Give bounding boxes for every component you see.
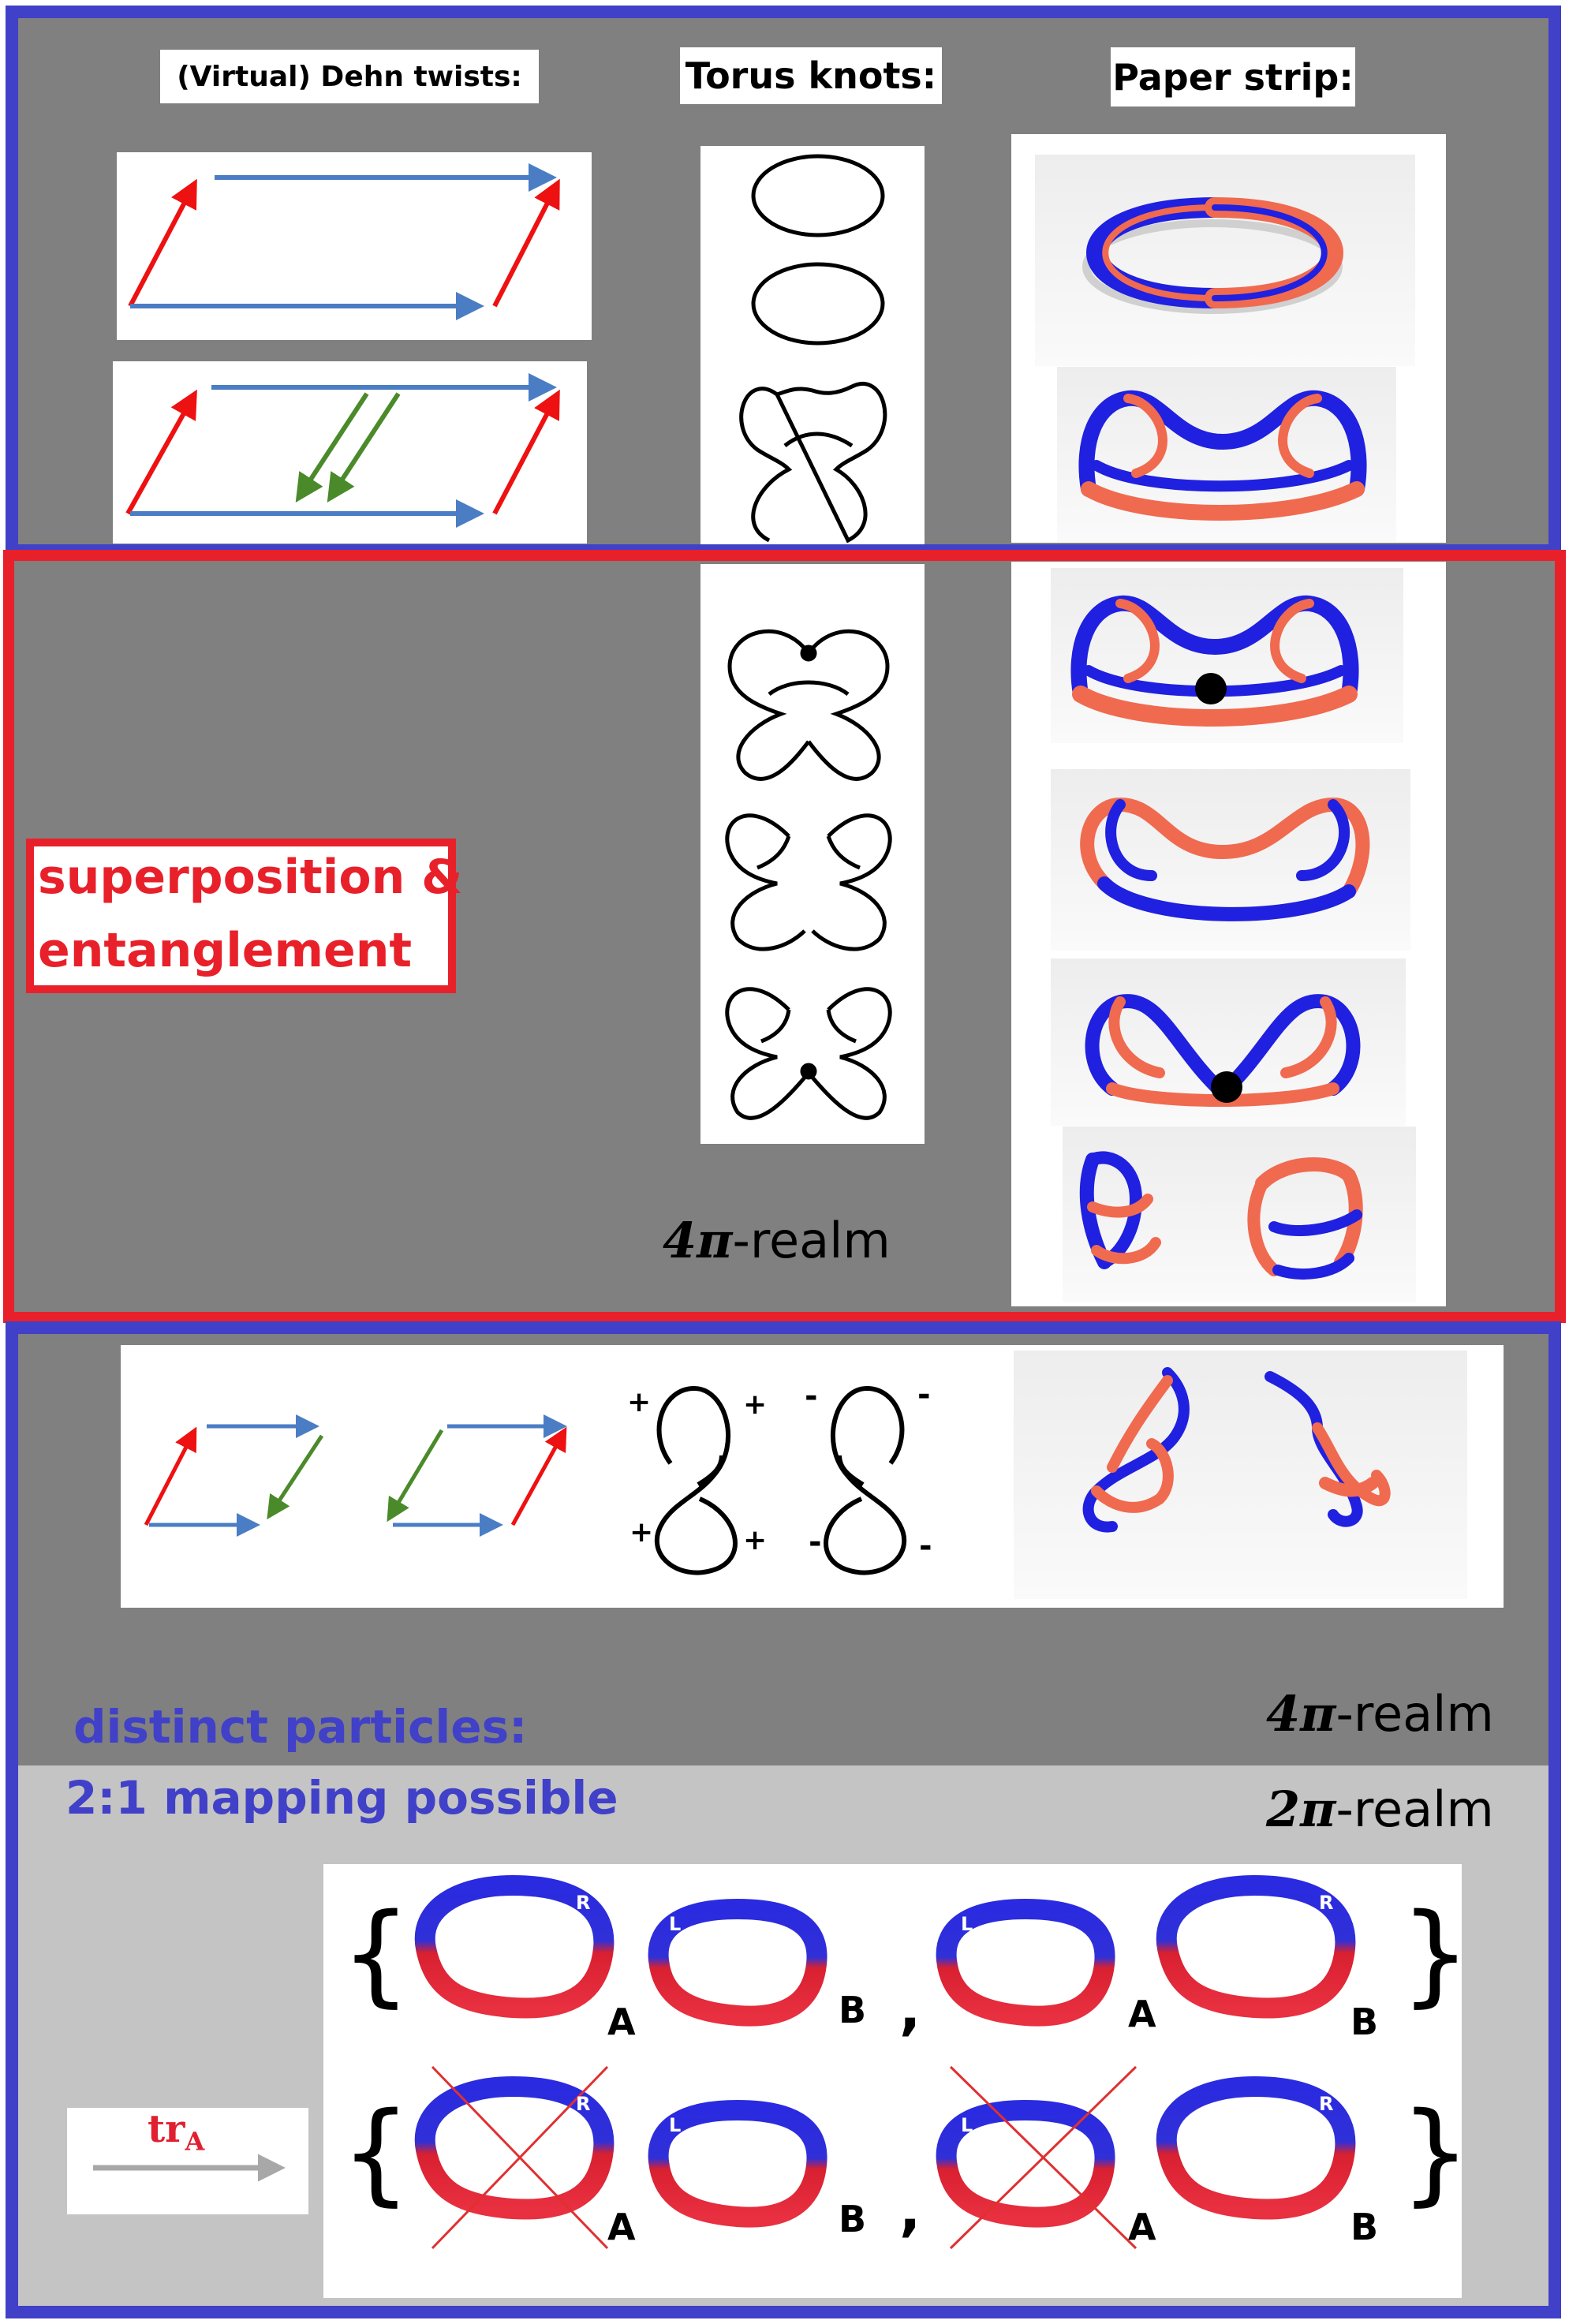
ring-label: R	[1319, 2093, 1334, 2115]
comma-row-2: ,	[899, 2176, 921, 2243]
ring-label: L	[961, 2114, 973, 2136]
realm-suffix: -realm	[1336, 1780, 1494, 1838]
torus-knot-icon	[725, 629, 892, 1120]
sign-minus: -	[919, 1528, 932, 1564]
ribbon-icon	[648, 1898, 827, 2027]
trace-label: trA	[148, 2110, 204, 2154]
sign-minus: -	[805, 1378, 818, 1414]
ring-label: L	[961, 1913, 973, 1935]
superposition-label-box	[26, 839, 456, 993]
cross-out-icon	[431, 2065, 1138, 2250]
ring-label: L	[669, 2114, 682, 2136]
subsystem-label: A	[607, 2206, 636, 2248]
ring-row-1	[414, 1874, 1356, 2027]
realm-pi: 4π	[1266, 1685, 1336, 1743]
torus-knots-panel-1	[700, 146, 925, 544]
torus-knots-header: Torus knots:	[680, 47, 942, 104]
distinct-particles-label: distinct particles:	[73, 1700, 528, 1754]
entanglement-point	[1211, 1071, 1242, 1103]
sign-plus: +	[627, 1386, 652, 1418]
ribbon-icon	[1070, 595, 1359, 727]
ring-label: L	[669, 1913, 682, 1935]
torus-knot-icon	[739, 154, 887, 544]
ribbon-icon	[1078, 390, 1367, 521]
subsystem-label: A	[607, 2001, 636, 2043]
realm-label-4pi: 4π-realm	[1266, 1690, 1494, 1739]
ribbon-icon	[1082, 197, 1343, 314]
ribbon-icon	[414, 1874, 615, 2019]
dehn-twists-header: (Virtual) Dehn twists:	[160, 50, 539, 103]
ring-label: R	[576, 2093, 591, 2115]
subsystem-label: B	[1350, 2001, 1379, 2043]
subsystem-label: A	[1128, 2206, 1156, 2248]
sign-plus: +	[743, 1524, 768, 1556]
ribbon-icon	[1080, 797, 1370, 921]
subsystem-label: B	[839, 2198, 867, 2240]
comma-row-1: ,	[899, 1975, 921, 2042]
ribbon-icon	[1082, 1367, 1391, 1533]
arrow-icon	[128, 163, 560, 320]
trace-main: tr	[148, 2107, 185, 2151]
subsystem-label: B	[839, 1989, 867, 2031]
realm-pi: 2π	[1266, 1780, 1336, 1838]
entanglement-label: entanglement	[38, 923, 413, 978]
sign-plus: +	[743, 1388, 768, 1421]
sign-minus: -	[809, 1524, 822, 1560]
ribbon-icon	[1079, 1151, 1363, 1280]
superposition-label: superposition &	[38, 850, 463, 905]
realm-label-middle: 4π-realm	[663, 1216, 891, 1265]
brace-close-row-2: }	[1400, 2089, 1471, 2218]
torus-knot-icon	[655, 1385, 906, 1575]
paper-strip-header: Paper strip:	[1111, 47, 1355, 106]
brace-open-row-2: {	[341, 2089, 412, 2218]
brace-close-row-1: }	[1400, 1890, 1471, 2019]
realm-label-2pi: 2π-realm	[1266, 1785, 1494, 1834]
arrow-icon	[125, 373, 560, 528]
subsystem-label: A	[1128, 1993, 1156, 2035]
ribbon-icon	[648, 2099, 827, 2228]
sign-minus: -	[917, 1377, 931, 1413]
realm-pi: 4π	[663, 1212, 733, 1269]
sign-plus: +	[629, 1516, 654, 1549]
ring-label: R	[576, 1892, 591, 1914]
ribbon-icon	[1156, 2076, 1356, 2220]
ribbon-icon	[1156, 1874, 1356, 2019]
realm-suffix: -realm	[1336, 1685, 1494, 1743]
trace-sub: A	[185, 2126, 205, 2157]
dehn-box-1	[117, 152, 592, 340]
ribbon-icon	[936, 1898, 1115, 2027]
subsystem-label: B	[1350, 2206, 1379, 2248]
brace-open-row-1: {	[341, 1890, 412, 2019]
realm-suffix: -realm	[732, 1212, 891, 1269]
ring-label: R	[1319, 1892, 1334, 1914]
entanglement-point	[1195, 673, 1227, 704]
arrow-icon	[144, 1414, 567, 1537]
paper-photo-7	[1014, 1351, 1467, 1599]
ribbon-icon	[936, 2099, 1115, 2228]
mapping-label: 2:1 mapping possible	[65, 1771, 618, 1825]
ring-row-2	[414, 2076, 1356, 2228]
